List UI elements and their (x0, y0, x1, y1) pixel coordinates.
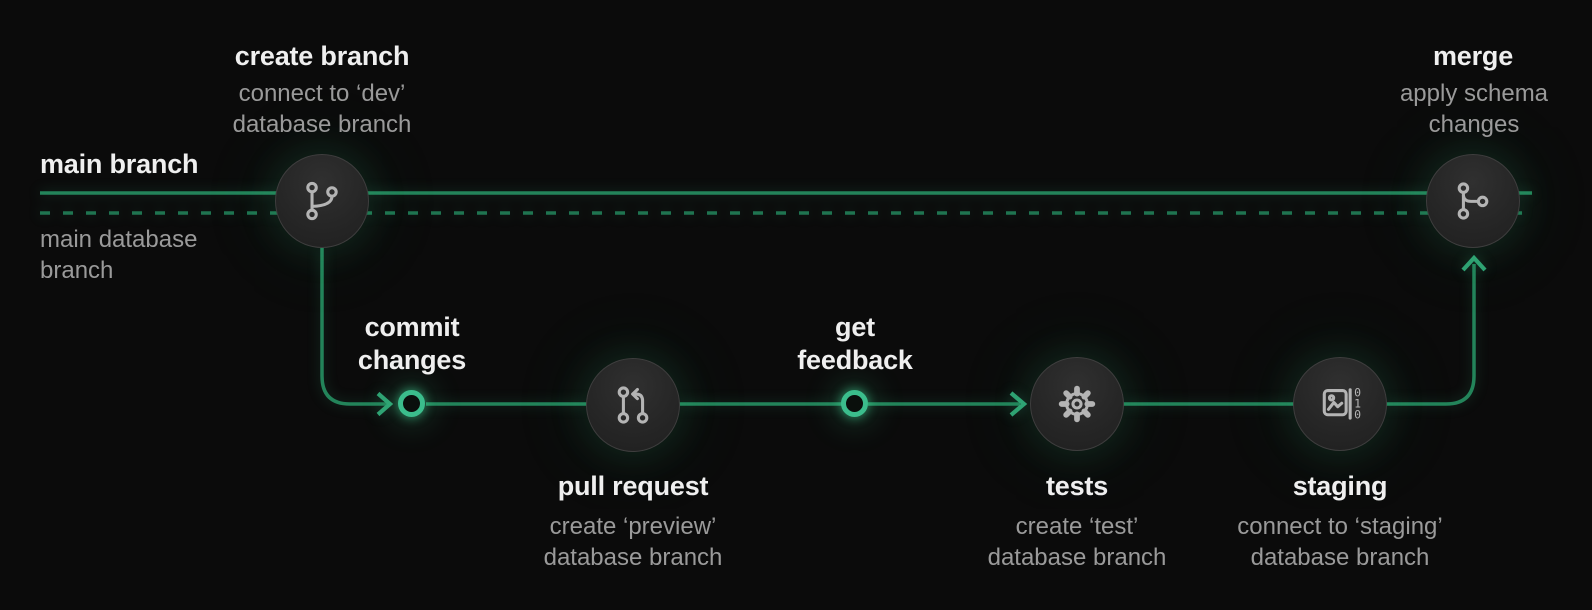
commit-ring-marker (398, 390, 425, 417)
git-merge-icon (1457, 182, 1489, 220)
digit-0-bottom: 0 (1354, 408, 1361, 422)
segment-staging-to-merge (1385, 264, 1476, 406)
git-branch-icon (306, 181, 338, 221)
merge-title: merge (1432, 41, 1514, 71)
pull-request-title: pull request (557, 471, 709, 501)
pull-request-subtitle: create ‘preview’ database branch (543, 513, 723, 571)
feedback-ring-marker (841, 390, 868, 417)
branch-curve-down (320, 248, 387, 406)
create-branch-title: create branch (234, 41, 410, 71)
tests-subtitle: create ‘test’ database branch (987, 513, 1167, 571)
digit-0-top: 0 (1354, 385, 1361, 399)
staging-title: staging (1292, 471, 1388, 501)
arrow-into-merge-icon (1461, 254, 1487, 272)
gear-icon (1058, 385, 1096, 423)
staging-subtitle: connect to ‘staging’ database branch (1237, 513, 1443, 571)
merge-subtitle: apply schema changes (1399, 80, 1549, 138)
get-feedback-label: get feedback (797, 312, 913, 375)
git-pull-request-icon (617, 386, 649, 424)
main-branch-label: main branch (40, 149, 199, 179)
arrow-into-tests-icon (1009, 391, 1028, 417)
staging-node: 0 1 0 (1293, 357, 1387, 451)
tests-node (1030, 357, 1124, 451)
commit-changes-label: commit changes (357, 312, 467, 375)
create-branch-node (275, 154, 369, 248)
main-database-branch-label: main database branch (40, 226, 198, 284)
create-branch-subtitle: connect to ‘dev’ database branch (232, 80, 412, 138)
digit-1-middle: 1 (1354, 396, 1361, 410)
pull-request-node (586, 358, 680, 452)
tests-title: tests (1045, 471, 1109, 501)
merge-node (1426, 154, 1520, 248)
arrow-into-commit-icon (376, 391, 394, 417)
data-image-icon: 0 1 0 (1322, 385, 1361, 422)
